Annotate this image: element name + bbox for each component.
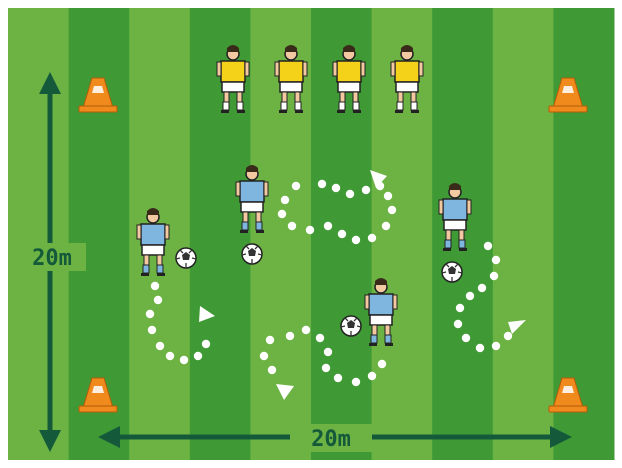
path-dot <box>278 210 286 218</box>
path-dot <box>456 304 464 312</box>
ball-3 <box>442 262 462 282</box>
path-dot <box>292 182 300 190</box>
path-dot <box>324 222 332 230</box>
path-dot <box>388 206 396 214</box>
path-dot <box>286 332 294 340</box>
path-dot <box>306 226 314 234</box>
path-dot <box>322 364 330 372</box>
path-dot <box>156 342 164 350</box>
path-dot <box>302 326 310 334</box>
ball-4 <box>341 316 361 336</box>
path-dot <box>504 332 512 340</box>
horizontal-dimension-label: 20m <box>311 427 351 452</box>
path-dot <box>281 196 289 204</box>
path-dot <box>384 192 392 200</box>
path-dot <box>318 180 326 188</box>
pitch-stripe <box>493 8 554 460</box>
path-dot <box>352 378 360 386</box>
ball-2 <box>242 244 262 264</box>
ball-1 <box>176 248 196 268</box>
path-dot <box>454 320 462 328</box>
pitch-stripe <box>8 8 69 460</box>
path-dot <box>288 222 296 230</box>
path-dot <box>338 230 346 238</box>
path-dot <box>260 352 268 360</box>
path-dot <box>478 284 486 292</box>
path-dot <box>368 234 376 242</box>
path-dot <box>154 296 162 304</box>
vertical-dimension-label: 20m <box>32 246 72 271</box>
path-dot <box>484 242 492 250</box>
path-dot <box>268 366 276 374</box>
path-dot <box>490 272 498 280</box>
path-dot <box>382 222 390 230</box>
path-dot <box>352 236 360 244</box>
path-dot <box>462 334 470 342</box>
path-dot <box>334 374 342 382</box>
path-dot <box>324 348 332 356</box>
path-dot <box>362 186 370 194</box>
path-dot <box>166 352 174 360</box>
path-dot <box>151 282 159 290</box>
path-dot <box>202 340 210 348</box>
path-dot <box>148 326 156 334</box>
path-dot <box>316 334 324 342</box>
path-dot <box>466 292 474 300</box>
path-dot <box>368 372 376 380</box>
path-dot <box>492 256 500 264</box>
path-dot <box>146 310 154 318</box>
path-dot <box>194 352 202 360</box>
path-dot <box>180 356 188 364</box>
path-dot <box>492 342 500 350</box>
path-dot <box>476 344 484 352</box>
path-dot <box>346 190 354 198</box>
path-dot <box>266 336 274 344</box>
path-dot <box>332 184 340 192</box>
path-dot <box>378 360 386 368</box>
